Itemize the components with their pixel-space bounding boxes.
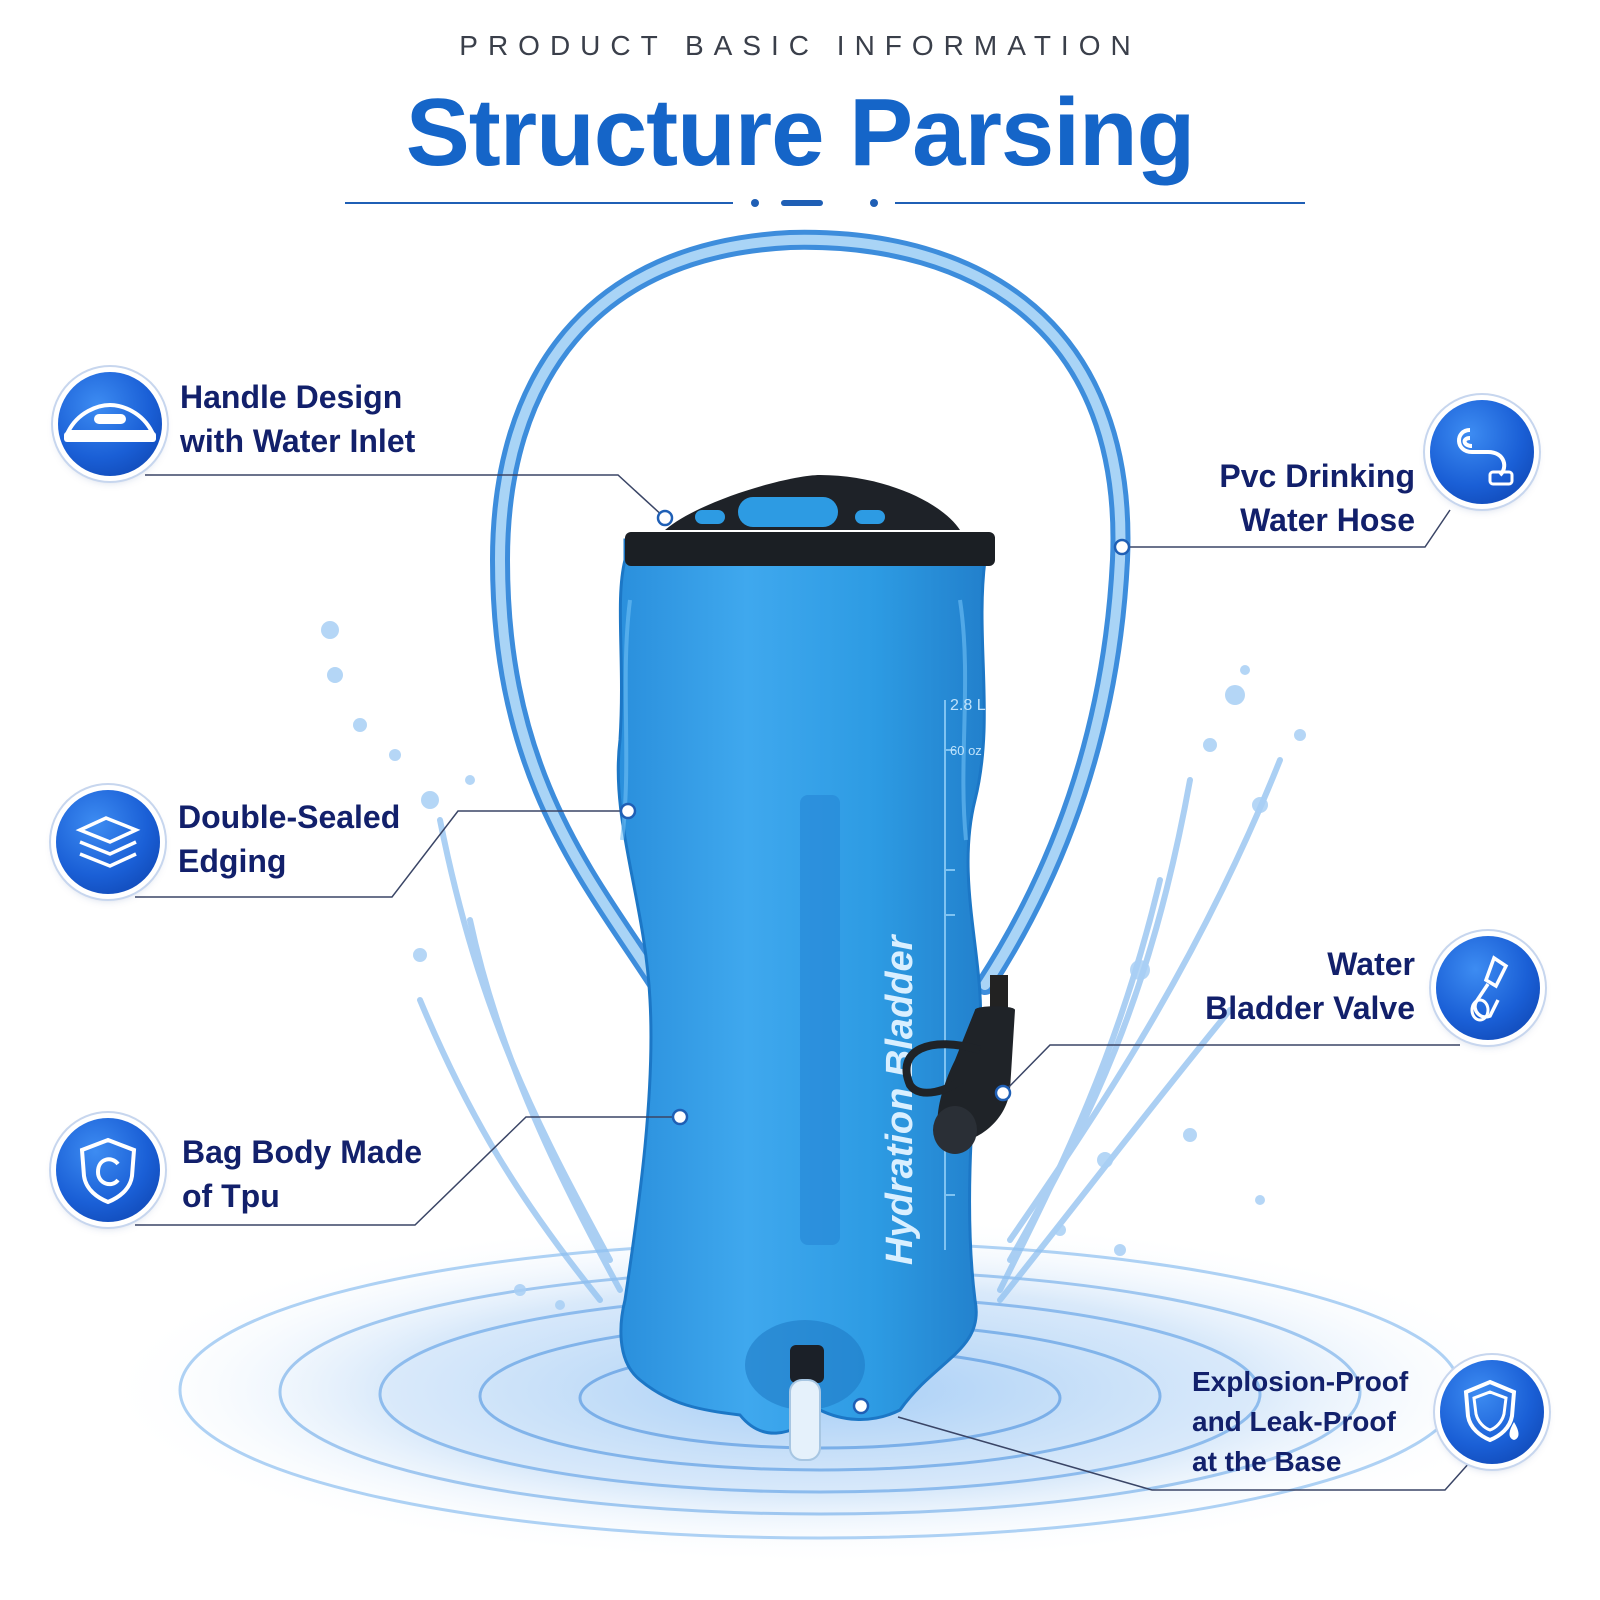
shield-icon bbox=[56, 1118, 160, 1222]
drop-shield-icon bbox=[1440, 1360, 1544, 1464]
brand-text: Hydration Bladder bbox=[879, 933, 921, 1265]
water-droplets bbox=[321, 621, 1306, 1310]
feature-hose-label: Pvc Drinking Water Hose bbox=[1219, 458, 1415, 538]
bite-valve bbox=[902, 975, 1015, 1154]
divider-dot-left bbox=[751, 199, 759, 207]
divider-right bbox=[895, 202, 1305, 204]
layers-icon bbox=[56, 790, 160, 894]
bladder-body: 2.8 L 60 oz Hydration Bladder bbox=[616, 538, 987, 1435]
feature-base-label: Explosion-Proof and Leak-Proof at the Ba… bbox=[1192, 1366, 1409, 1477]
leader-dots bbox=[619, 509, 1131, 1415]
oz-mark: 60 oz bbox=[950, 743, 982, 758]
bottom-outlet bbox=[745, 1320, 865, 1461]
page-title: Structure Parsing bbox=[405, 79, 1196, 186]
divider-dash bbox=[781, 200, 823, 206]
eyebrow-text: PRODUCT BASIC INFORMATION bbox=[459, 30, 1141, 61]
divider-left bbox=[345, 202, 733, 204]
divider-dot-right bbox=[870, 199, 878, 207]
bladder-handle bbox=[625, 475, 995, 566]
feature-valve-label: Water Bladder Valve bbox=[1205, 946, 1415, 1026]
handle-icon bbox=[58, 372, 162, 476]
valve-icon bbox=[1436, 936, 1540, 1040]
feature-tpu-label: Bag Body Made of Tpu bbox=[182, 1134, 423, 1214]
feature-edging-label: Double-Sealed Edging bbox=[178, 799, 401, 879]
feature-handle-label: Handle Design with Water Inlet bbox=[180, 379, 416, 459]
leader-lines bbox=[135, 474, 1471, 1491]
hose-icon bbox=[1430, 400, 1534, 504]
capacity-mark: 2.8 L bbox=[950, 697, 986, 714]
